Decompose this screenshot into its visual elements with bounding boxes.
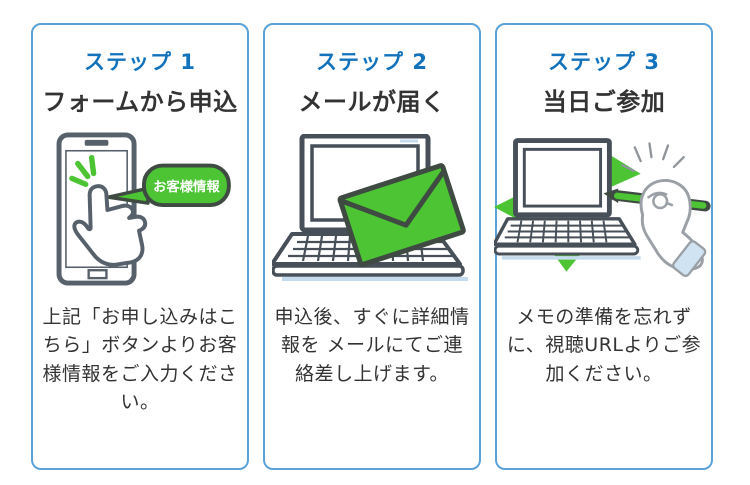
speech-bubble-label: お客様情報 bbox=[153, 178, 220, 195]
smartphone-tap-illustration: お客様情報 bbox=[44, 131, 236, 287]
smartphone-tap-icon: お客様情報 bbox=[56, 132, 231, 286]
speech-bubble bbox=[141, 163, 231, 208]
laptop-screen-inner bbox=[522, 147, 603, 208]
sparkle-lines-icon bbox=[620, 142, 685, 173]
laptop-mail-icon bbox=[272, 133, 468, 281]
phone-speaker bbox=[84, 139, 109, 146]
pointing-hand-icon bbox=[72, 184, 148, 267]
keyboard-keys bbox=[504, 220, 630, 243]
step-1-description: 上記「お申し込みはこちら」ボタンよりお客様情報をご入力ください。 bbox=[42, 305, 238, 414]
laptop-base-bar bbox=[494, 244, 640, 256]
phone-home-button bbox=[87, 269, 108, 280]
step-3-heading: 当日ご参加 bbox=[542, 88, 666, 117]
step-1-label: ステップ 1 bbox=[84, 50, 196, 74]
laptop-mail-illustration bbox=[272, 131, 472, 287]
envelope-icon bbox=[337, 163, 466, 267]
steps-row: ステップ 1 フォームから申込 お bbox=[31, 23, 714, 470]
step-2-description: 申込後、すぐに詳細情報を メールにてご連絡差し上げます。 bbox=[274, 305, 470, 385]
step-3-label: ステップ 3 bbox=[548, 50, 660, 74]
step-1-heading: フォームから申込 bbox=[42, 88, 238, 117]
writing-hand-icon bbox=[639, 179, 707, 278]
step-card-2: ステップ 2 メールが届く bbox=[263, 23, 481, 470]
step-card-3: ステップ 3 当日ご参加 bbox=[494, 23, 714, 470]
step-2-label: ステップ 2 bbox=[316, 50, 428, 74]
step-card-1: ステップ 1 フォームから申込 お bbox=[31, 23, 249, 470]
step-2-heading: メールが届く bbox=[298, 88, 446, 117]
tap-sparks-icon bbox=[69, 154, 97, 188]
shirt-cuff bbox=[672, 240, 707, 278]
laptop-participate-icon bbox=[494, 138, 711, 278]
laptop-participate-illustration bbox=[494, 131, 714, 287]
step-3-description: メモの準備を忘れずに、視聴URLよりご参加ください。 bbox=[506, 305, 702, 385]
laptop-base-bar bbox=[272, 264, 465, 277]
